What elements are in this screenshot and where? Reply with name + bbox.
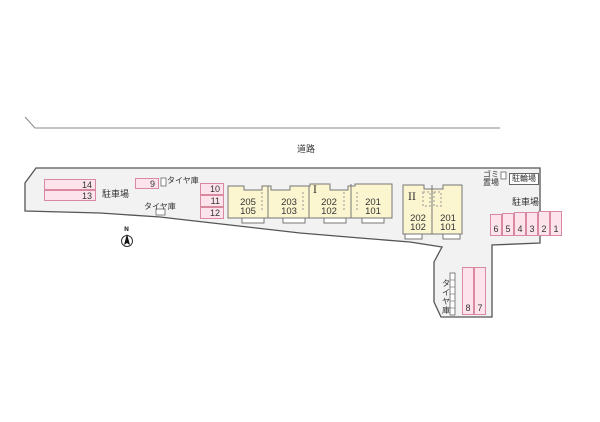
unit-202-102: 202 102: [317, 197, 341, 217]
building-1-label: I: [313, 185, 317, 196]
char: 庫: [442, 306, 450, 315]
garbage-line-1: ゴミ: [483, 170, 499, 179]
parking-slot-13: 13: [44, 190, 96, 201]
unit-203-103: 203 103: [277, 197, 301, 217]
tire-storage-top-box: [160, 177, 167, 187]
north-arrow-icon: [121, 234, 133, 247]
parking-slot-6: 6: [490, 214, 502, 236]
unit-upper: 203: [281, 197, 297, 208]
parking-slot-2: 2: [538, 211, 550, 236]
west-parking-label: 駐車場: [102, 190, 130, 200]
building-2-label: II: [408, 192, 416, 203]
north-label: N: [124, 226, 130, 233]
unit-lower: 105: [240, 206, 256, 217]
parking-slot-12: 12: [200, 207, 224, 219]
parking-slot-9: 9: [135, 178, 159, 189]
parking-slot-5: 5: [502, 213, 514, 236]
unit-upper: 205: [240, 197, 256, 208]
unit-ii-201-101: 201 101: [436, 213, 460, 233]
char: タ: [442, 279, 450, 288]
unit-lower: 103: [281, 206, 297, 217]
unit-205-105: 205 105: [236, 197, 260, 217]
parking-slot-1: 1: [550, 211, 562, 236]
road-edge-line: [24, 116, 500, 129]
unit-201-101: 201 101: [361, 197, 385, 217]
unit-lower: 101: [440, 222, 456, 233]
tire-storage-top-label: タイヤ庫: [167, 176, 199, 185]
tire-storage-south-label: タ イ ヤ 庫: [442, 279, 450, 315]
parking-slot-10: 10: [200, 183, 224, 195]
unit-upper: 201: [440, 213, 456, 224]
unit-upper: 201: [365, 197, 381, 208]
garbage-line-2: 置場: [483, 178, 499, 187]
east-parking-label: 駐車場: [512, 198, 540, 208]
unit-lower: 102: [321, 206, 337, 217]
char: イ: [442, 288, 450, 297]
unit-upper: 202: [410, 213, 426, 224]
tire-storage-south-box: [449, 272, 456, 316]
tire-storage-mid-box: [155, 208, 166, 216]
parking-slot-11: 11: [200, 195, 224, 207]
building-2: [402, 184, 463, 240]
char: ヤ: [442, 297, 450, 306]
parking-slot-7: 7: [474, 267, 486, 315]
parking-slot-14: 14: [44, 179, 96, 190]
parking-slot-8: 8: [462, 267, 474, 315]
road-label: 道路: [297, 145, 316, 155]
bicycle-parking-label: 駐輪場: [509, 173, 539, 185]
parking-slot-3: 3: [526, 212, 538, 236]
building-1: [227, 183, 393, 224]
unit-lower: 101: [365, 206, 381, 217]
garbage-box: [500, 171, 507, 180]
unit-ii-202-102: 202 102: [406, 213, 430, 233]
parking-slot-4: 4: [514, 212, 526, 236]
unit-lower: 102: [410, 222, 426, 233]
tire-storage-mid-label: タイヤ庫: [144, 202, 176, 211]
garbage-area-label: ゴミ 置場: [483, 171, 499, 187]
unit-upper: 202: [321, 197, 337, 208]
